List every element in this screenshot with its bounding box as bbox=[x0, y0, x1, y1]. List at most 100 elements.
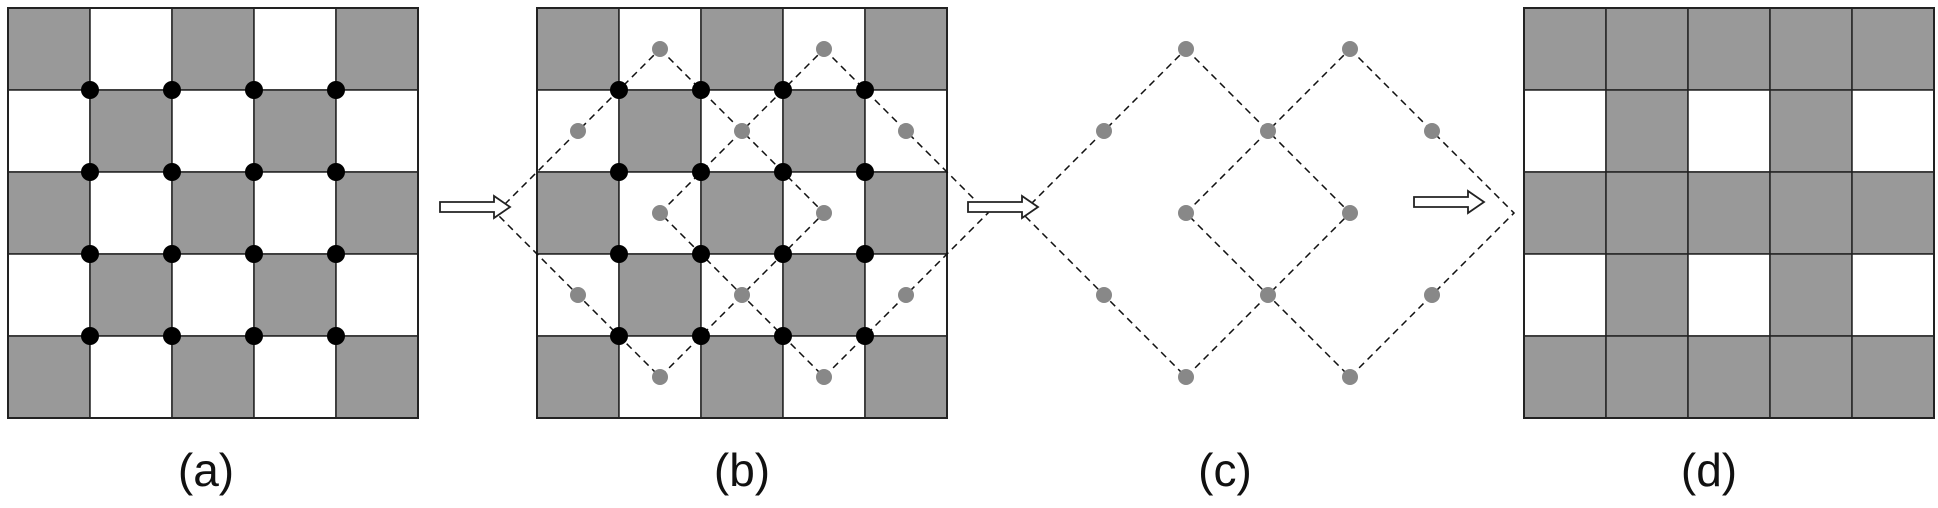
black-dot bbox=[327, 81, 345, 99]
gray-dot bbox=[1260, 287, 1276, 303]
filled-cell bbox=[171, 335, 255, 419]
panel-c-label: (c) bbox=[1198, 444, 1252, 496]
panel-b-label: (b) bbox=[713, 444, 771, 496]
black-dot bbox=[692, 163, 710, 181]
gray-dot bbox=[1096, 123, 1112, 139]
right-arrow-icon bbox=[1413, 189, 1486, 215]
filled-cell bbox=[536, 171, 620, 255]
filled-cell bbox=[1851, 335, 1935, 419]
filled-cell bbox=[335, 335, 419, 419]
filled-cell bbox=[700, 7, 784, 91]
gray-dot bbox=[1424, 287, 1440, 303]
filled-cell bbox=[1523, 171, 1607, 255]
empty-cell bbox=[7, 89, 91, 173]
gray-dot bbox=[1342, 205, 1358, 221]
gray-dot bbox=[1096, 287, 1112, 303]
gray-dot bbox=[898, 123, 914, 139]
black-dot bbox=[245, 163, 263, 181]
panel-d bbox=[1523, 7, 1935, 419]
empty-cell bbox=[89, 171, 173, 255]
gray-dot bbox=[816, 41, 832, 57]
black-dot bbox=[610, 327, 628, 345]
gray-dot bbox=[570, 287, 586, 303]
filled-cell bbox=[7, 7, 91, 91]
black-dot bbox=[774, 245, 792, 263]
panel-d-label: (d) bbox=[1680, 444, 1738, 496]
empty-cell bbox=[1851, 253, 1935, 337]
gray-dot bbox=[652, 41, 668, 57]
filled-cell bbox=[1687, 7, 1771, 91]
grid-border bbox=[536, 7, 948, 419]
dashed-diamond bbox=[494, 47, 826, 379]
filled-cell bbox=[89, 89, 173, 173]
right-arrow-icon bbox=[967, 194, 1040, 220]
filled-cell bbox=[89, 253, 173, 337]
dashed-diamond bbox=[1020, 47, 1352, 379]
filled-cell bbox=[864, 171, 948, 255]
gray-dot bbox=[1342, 41, 1358, 57]
filled-cell bbox=[1769, 89, 1853, 173]
gray-dot bbox=[898, 287, 914, 303]
dashed-diamond bbox=[658, 47, 990, 379]
black-dot bbox=[81, 163, 99, 181]
black-dot bbox=[245, 245, 263, 263]
black-dot bbox=[81, 327, 99, 345]
black-dot bbox=[163, 327, 181, 345]
filled-cell bbox=[864, 335, 948, 419]
black-dot bbox=[245, 81, 263, 99]
empty-cell bbox=[7, 253, 91, 337]
black-dot bbox=[163, 81, 181, 99]
empty-cell bbox=[253, 7, 337, 91]
black-dot bbox=[774, 81, 792, 99]
empty-cell bbox=[1687, 253, 1771, 337]
panel-b bbox=[494, 7, 990, 419]
empty-cell bbox=[89, 335, 173, 419]
gray-dot bbox=[652, 205, 668, 221]
filled-cell bbox=[1687, 171, 1771, 255]
empty-cell bbox=[89, 7, 173, 91]
black-dot bbox=[692, 245, 710, 263]
grid-border bbox=[1523, 7, 1935, 419]
empty-cell bbox=[1523, 89, 1607, 173]
filled-cell bbox=[1769, 171, 1853, 255]
black-dot bbox=[245, 327, 263, 345]
filled-cell bbox=[171, 171, 255, 255]
black-dot bbox=[856, 81, 874, 99]
black-dot bbox=[327, 163, 345, 181]
panel-a bbox=[7, 7, 419, 419]
panel-a-label: (a) bbox=[177, 444, 235, 496]
filled-cell bbox=[782, 253, 866, 337]
filled-cell bbox=[700, 335, 784, 419]
gray-dot bbox=[570, 123, 586, 139]
right-arrow-icon bbox=[439, 194, 512, 220]
filled-cell bbox=[1605, 7, 1689, 91]
black-dot bbox=[692, 81, 710, 99]
black-dot bbox=[610, 81, 628, 99]
black-dot bbox=[610, 163, 628, 181]
gray-dot bbox=[816, 205, 832, 221]
gray-dot bbox=[1178, 205, 1194, 221]
black-dot bbox=[81, 245, 99, 263]
filled-cell bbox=[253, 253, 337, 337]
filled-cell bbox=[1605, 253, 1689, 337]
filled-cell bbox=[253, 89, 337, 173]
filled-cell bbox=[1523, 7, 1607, 91]
empty-cell bbox=[253, 171, 337, 255]
filled-cell bbox=[618, 89, 702, 173]
filled-cell bbox=[7, 335, 91, 419]
filled-cell bbox=[1851, 171, 1935, 255]
black-dot bbox=[610, 245, 628, 263]
filled-cell bbox=[1851, 7, 1935, 91]
filled-cell bbox=[1769, 253, 1853, 337]
black-dot bbox=[327, 327, 345, 345]
filled-cell bbox=[1687, 335, 1771, 419]
black-dot bbox=[856, 327, 874, 345]
gray-dot bbox=[734, 123, 750, 139]
empty-cell bbox=[253, 335, 337, 419]
filled-cell bbox=[335, 7, 419, 91]
filled-cell bbox=[536, 335, 620, 419]
black-dot bbox=[692, 327, 710, 345]
filled-cell bbox=[618, 253, 702, 337]
panel-c bbox=[1020, 41, 1516, 385]
